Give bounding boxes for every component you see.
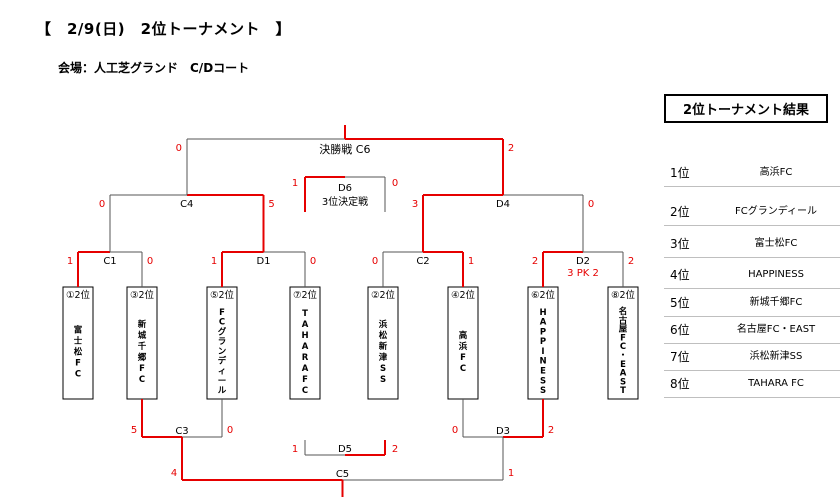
team-box	[206, 286, 238, 400]
result-divider	[664, 225, 840, 226]
result-rank: 4位	[670, 268, 690, 282]
result-divider	[664, 257, 840, 258]
venue-label: 会場：人工芝グランド C/Dコート	[58, 61, 250, 75]
score-right: 5	[268, 199, 274, 210]
score-right: 0	[310, 256, 316, 267]
result-team: FCグランディール	[734, 206, 818, 217]
result-divider	[664, 397, 840, 398]
score-right: 0	[227, 425, 233, 436]
result-rank: 8位	[670, 377, 690, 391]
score-left: 0	[176, 143, 182, 154]
score-right: 0	[588, 199, 594, 210]
result-rank: 6位	[670, 323, 690, 337]
result-team: 富士松FC	[754, 238, 798, 249]
team-seed: ②2位	[371, 289, 396, 301]
match-label: D3	[496, 426, 510, 437]
score-left: 1	[292, 444, 298, 455]
score-left: 0	[99, 199, 105, 210]
result-divider	[664, 288, 840, 289]
score-right: 1	[468, 256, 474, 267]
result-row: 2位 FCグランディール	[664, 198, 840, 226]
match-label: D6	[338, 183, 352, 194]
result-row: 7位 浜松新津SS	[664, 343, 840, 371]
score-left: 1	[67, 256, 73, 267]
match-label: D4	[496, 199, 510, 210]
team-box	[367, 286, 399, 400]
score-left: 5	[131, 425, 137, 436]
match-label: D2	[576, 256, 590, 267]
result-team: HAPPINESS	[748, 269, 804, 280]
score-left: 1	[292, 178, 298, 189]
result-rank: 5位	[670, 296, 690, 310]
result-team: 高浜FC	[759, 167, 793, 178]
result-row: 3位 富士松FC	[664, 230, 840, 258]
score-left: 0	[452, 425, 458, 436]
result-divider	[664, 316, 840, 317]
match-label: D5	[338, 444, 352, 455]
pk-score: 3 PK 2	[567, 268, 599, 279]
result-row: 4位 HAPPINESS	[664, 261, 840, 289]
result-team: 新城千郷FC	[749, 297, 803, 308]
score-right: 2	[548, 425, 554, 436]
score-left: 3	[412, 199, 418, 210]
result-divider	[664, 370, 840, 371]
score-right: 1	[508, 468, 514, 479]
team-box	[289, 286, 321, 400]
result-team: 名古屋FC・EAST	[736, 324, 816, 335]
result-row: 5位 新城千郷FC	[664, 289, 840, 317]
match-label: C2	[416, 256, 429, 267]
team-seed: ①2位	[66, 289, 91, 301]
score-right: 0	[147, 256, 153, 267]
match-label: C4	[180, 199, 193, 210]
match-label: C1	[103, 256, 116, 267]
result-divider	[664, 186, 840, 187]
score-left: 4	[171, 468, 177, 479]
team-box	[527, 286, 559, 400]
result-rank: 7位	[670, 350, 690, 364]
team-seed: ⑧2位	[611, 289, 636, 301]
team-seed: ⑦2位	[293, 289, 318, 301]
match-sublabel: 3位決定戦	[322, 195, 368, 208]
result-row: 6位 名古屋FC・EAST	[664, 316, 840, 344]
result-row: 8位 TAHARA FC	[664, 370, 840, 398]
score-right: 2	[508, 143, 514, 154]
result-rank: 3位	[670, 237, 690, 251]
team-seed: ⑤2位	[210, 289, 235, 301]
score-left: 1	[211, 256, 217, 267]
match-label: C3	[175, 426, 188, 437]
result-team: 浜松新津SS	[749, 351, 803, 362]
score-right: 2	[392, 444, 398, 455]
team-seed: ④2位	[451, 289, 476, 301]
result-team: TAHARA FC	[748, 378, 804, 389]
team-box	[62, 286, 94, 400]
match-label: 決勝戦 C6	[319, 142, 370, 156]
match-label: D1	[256, 256, 270, 267]
result-row: 1位 高浜FC	[664, 159, 840, 187]
score-right: 0	[392, 178, 398, 189]
score-left: 0	[372, 256, 378, 267]
score-left: 2	[532, 256, 538, 267]
page-title: 【 2/9(日) 2位トーナメント 】	[36, 20, 292, 38]
result-rank: 1位	[670, 166, 690, 180]
team-seed: ⑥2位	[531, 289, 556, 301]
results-title: 2位トーナメント結果	[664, 94, 828, 123]
match-label: C5	[336, 469, 349, 480]
score-right: 2	[628, 256, 634, 267]
result-divider	[664, 343, 840, 344]
result-rank: 2位	[670, 205, 690, 219]
team-seed: ③2位	[130, 289, 155, 301]
